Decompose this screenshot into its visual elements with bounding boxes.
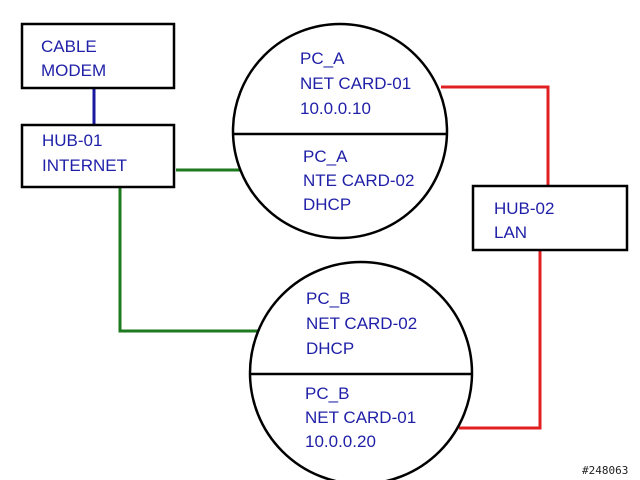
pc-b-circle	[248, 260, 474, 480]
watermark-id: #248063	[582, 464, 628, 477]
link-pc-a-hub02	[441, 85, 550, 185]
pc-b-card-01-label: PC_B NET CARD-01 10.0.0.20	[305, 384, 421, 451]
cable-modem-label: CABLE MODEM	[41, 37, 106, 80]
hub-01-box	[20, 123, 176, 189]
link-hub01-pc-b	[118, 187, 262, 333]
pc-b-card-02-label: PC_B NET CARD-02 DHCP	[306, 289, 422, 358]
hub-02-label: HUB-02 LAN	[494, 199, 559, 242]
link-hub02-pc-b	[459, 250, 542, 430]
hub-01-label: HUB-01 INTERNET	[42, 131, 127, 175]
hub-02-box	[471, 184, 629, 252]
cable-modem-box	[20, 22, 176, 90]
pc-a-card-02-label: PC_A NTE CARD-02 DHCP	[303, 147, 419, 214]
pc-a-card-01-label: PC_A NET CARD-01 10.0.0.10	[300, 49, 416, 118]
pc-a-circle	[231, 22, 449, 240]
